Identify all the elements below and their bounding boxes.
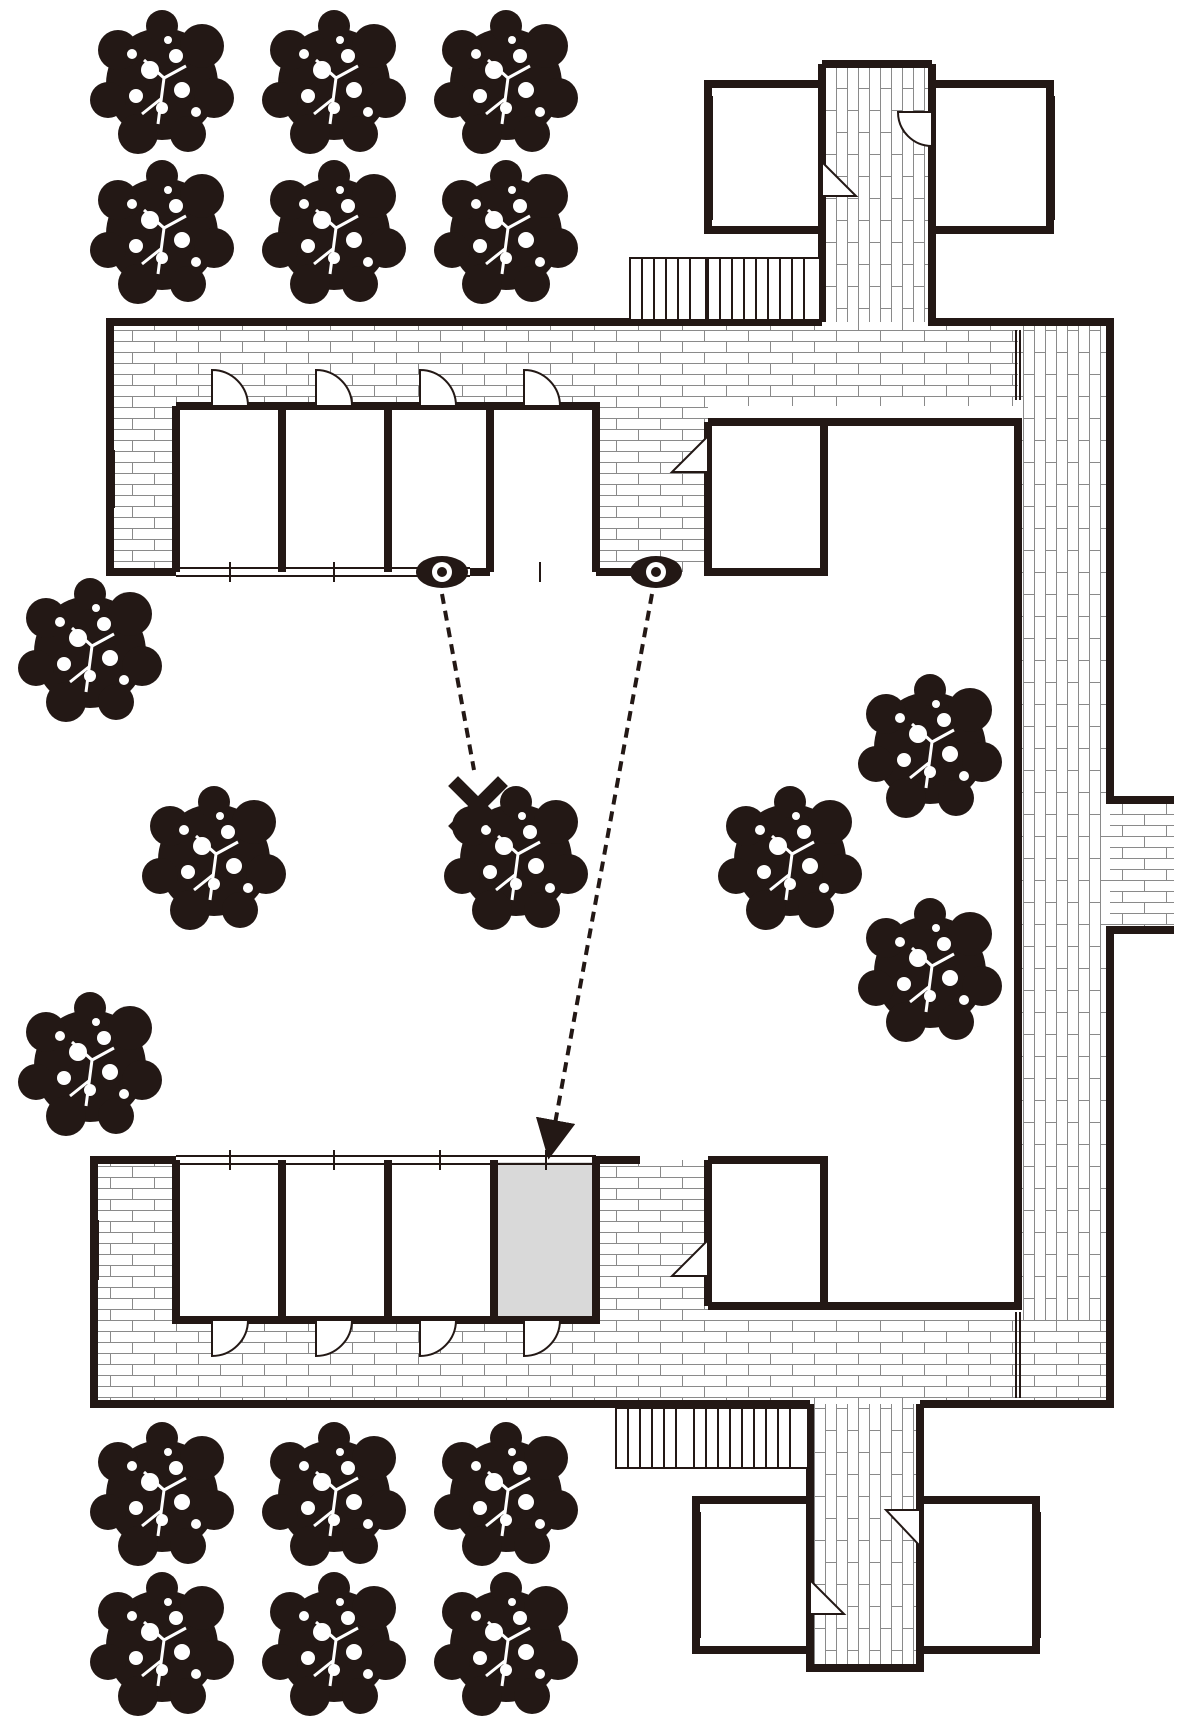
tree-icon [16, 576, 164, 724]
corridors [94, 64, 1174, 1668]
door-swing-icon [523, 1319, 562, 1358]
tree-icon [88, 158, 236, 306]
eye-icon [630, 556, 682, 588]
sightline-blocked [440, 593, 476, 771]
door-swing-icon [315, 368, 354, 407]
tree-icon [88, 1420, 236, 1568]
tree-icon [432, 158, 580, 306]
tree-icon [856, 672, 1004, 820]
stairs-icon [615, 257, 821, 1469]
door-swing-icon [211, 1319, 250, 1358]
door-swing-icon [523, 368, 562, 407]
tree-icon [260, 158, 408, 306]
door-swing-icon [669, 433, 709, 473]
tree-icon [88, 8, 236, 156]
tree-icon [432, 1420, 580, 1568]
door-swing-icon [883, 1509, 921, 1549]
door-swing-icon [669, 1237, 709, 1277]
tree-icon [260, 1570, 408, 1718]
blocked-x-icon [448, 776, 508, 836]
tree-icon [432, 8, 580, 156]
tree-icon [856, 896, 1004, 1044]
door-swing-icon [821, 159, 859, 197]
windows [91, 96, 1055, 1638]
tree-icon [16, 990, 164, 1138]
door-swing-icon [315, 1319, 354, 1358]
door-swing-icon [896, 111, 933, 148]
sightline-visible [535, 593, 654, 1160]
tree-icon [260, 8, 408, 156]
tree-icon [716, 784, 864, 932]
walls [90, 60, 1174, 1672]
tree-icon [140, 784, 288, 932]
tree-icon [260, 1420, 408, 1568]
door-swing-icon [419, 1319, 458, 1358]
highlighted-room [494, 1162, 594, 1322]
door-swing-icon [809, 1577, 847, 1615]
sightlines [440, 593, 654, 1160]
doors [211, 111, 933, 1615]
tree-icon [442, 784, 590, 932]
door-swing-icon [419, 368, 458, 407]
eye-icon [416, 556, 468, 588]
tree-icon [88, 1570, 236, 1718]
tree-icon [432, 1570, 580, 1718]
door-swing-icon [211, 368, 250, 407]
